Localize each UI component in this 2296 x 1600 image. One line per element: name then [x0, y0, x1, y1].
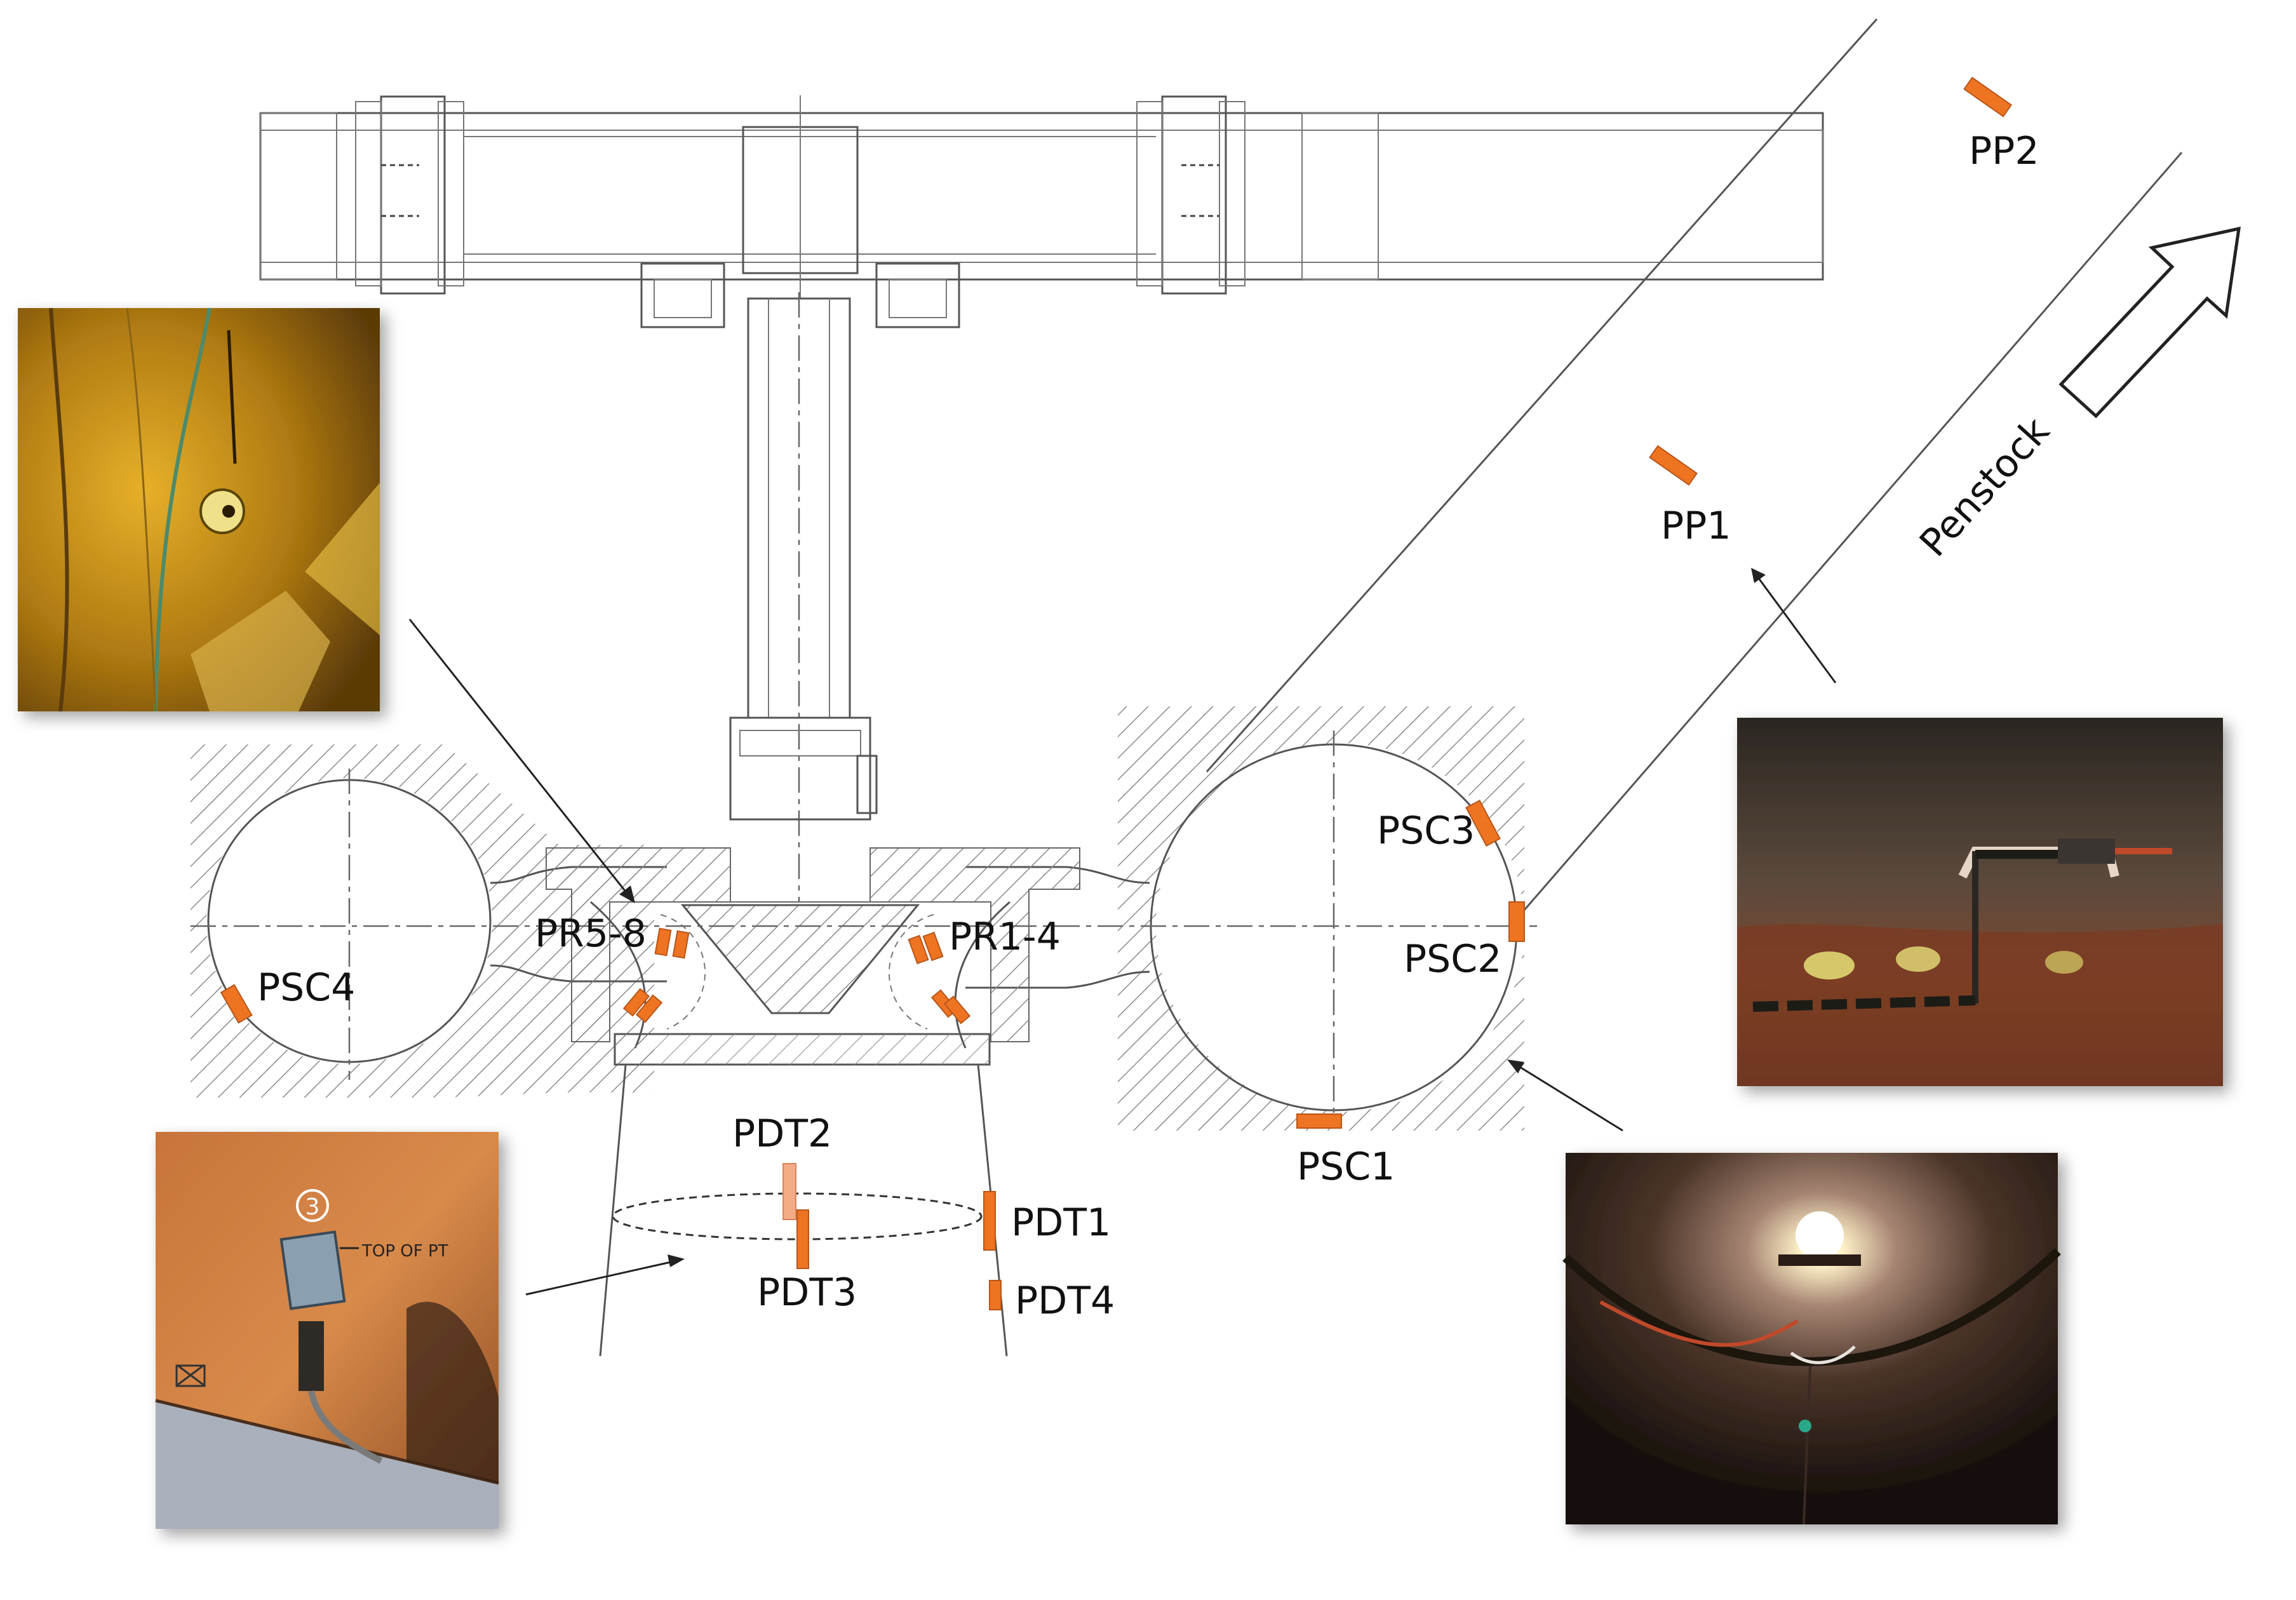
label-penstock: Penstock [1911, 409, 2058, 565]
flow-arrow-icon [2058, 226, 2241, 419]
sensor-pr58-d [635, 994, 663, 1023]
label-psc4: PSC4 [257, 965, 355, 1010]
sensor-psc3 [1465, 799, 1501, 847]
sensor-pdt4 [989, 1280, 1002, 1310]
photo-top-of-pt-note: TOP OF PT [361, 1242, 448, 1261]
label-psc2: PSC2 [1404, 937, 1501, 981]
sensor-psc2 [1508, 901, 1525, 942]
sensor-psc4 [220, 984, 253, 1024]
sensor-pr14-a [908, 934, 929, 965]
sensor-pdt3 [796, 1209, 809, 1269]
sensor-pdt2 [782, 1163, 796, 1220]
label-pr58: PR5-8 [535, 911, 647, 956]
sensor-pr58-a [654, 927, 672, 957]
sensor-pr58-c [622, 988, 650, 1017]
label-pdt4: PDT4 [1015, 1279, 1115, 1323]
label-pp2: PP2 [1969, 129, 2039, 173]
label-psc3: PSC3 [1377, 809, 1475, 853]
label-pr14: PR1-4 [949, 915, 1061, 959]
sensor-pdt1 [983, 1191, 996, 1251]
label-pdt1: PDT1 [1011, 1200, 1111, 1245]
label-psc1: PSC1 [1297, 1145, 1395, 1189]
photo-draft-tube-sensor: 3 TOP OF PT [155, 1132, 499, 1529]
spiral-case-drawing [191, 706, 1537, 1131]
sensor-pr14-d [943, 995, 971, 1025]
photo-runner-sensor [18, 307, 380, 712]
sensor-pp2 [1963, 76, 2013, 118]
photo-sensor-number: 3 [305, 1194, 320, 1220]
sensor-pp1 [1649, 445, 1698, 486]
pointer-arrows [408, 568, 1837, 1296]
label-pp1: PP1 [1661, 504, 1731, 548]
sensor-psc1 [1296, 1113, 1342, 1129]
turbine-shaft-drawing [729, 292, 878, 902]
photo-penstock-tunnel [1562, 1153, 2061, 1525]
sensor-pr14-b [922, 931, 944, 962]
generator-drawing [259, 95, 1824, 328]
penstock-drawing [1205, 18, 2241, 922]
sensor-pr58-b [672, 930, 690, 959]
photo-spiral-case-sensors [1737, 718, 2223, 1086]
label-pdt3: PDT3 [757, 1270, 857, 1315]
sensor-markers [220, 76, 2013, 1310]
label-pdt2: PDT2 [732, 1112, 832, 1156]
